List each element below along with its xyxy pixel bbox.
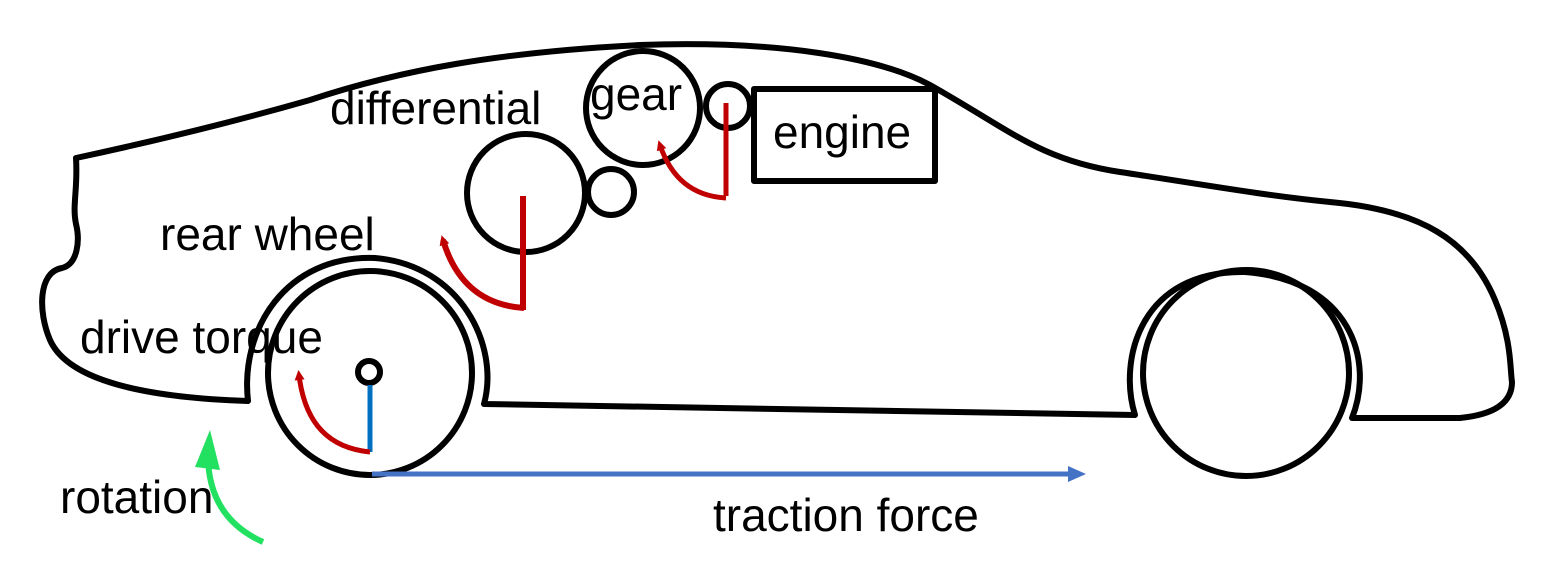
- drive-torque-arrow: [294, 370, 371, 455]
- rear-hub: [355, 358, 383, 386]
- label-gear: gear: [590, 68, 682, 120]
- engine-box: [751, 86, 938, 184]
- label-rotation: rotation: [60, 471, 213, 523]
- front-wheel: [1140, 267, 1352, 479]
- car-body-outline: [39, 41, 1515, 421]
- label-engine: engine: [773, 106, 911, 158]
- engine-torque-arrow: [656, 140, 727, 201]
- label-rear-wheel: rear wheel: [160, 208, 375, 260]
- traction-force-arrowhead: [1068, 466, 1086, 482]
- label-differential: differential: [330, 82, 541, 134]
- rear-wheel: [265, 268, 475, 478]
- rotation-arrowhead: [195, 430, 220, 470]
- pinion-circle: [585, 166, 637, 218]
- differential-torque-arrow: [439, 235, 525, 311]
- label-traction-force: traction force: [713, 489, 979, 541]
- gear-circle: [583, 48, 703, 168]
- label-drive-torque: drive torque: [80, 311, 323, 363]
